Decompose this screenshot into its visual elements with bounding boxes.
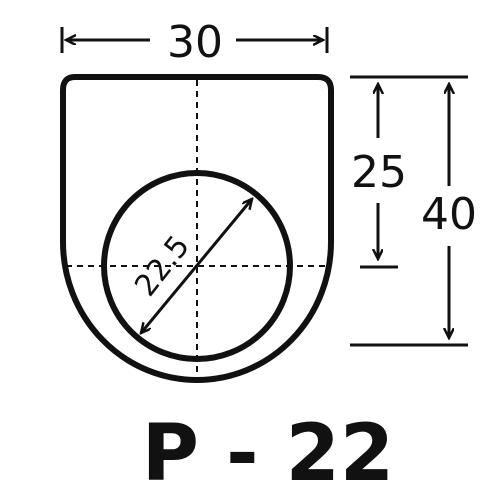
diameter-arrow — [141, 199, 252, 333]
plate-outline — [60, 74, 334, 383]
diameter-label: 22.5 — [128, 229, 197, 303]
total-height-label: 40 — [421, 189, 477, 240]
width-label: 30 — [167, 17, 223, 68]
part-label: P - 22 — [142, 409, 394, 499]
hole-height-label: 25 — [351, 147, 407, 198]
